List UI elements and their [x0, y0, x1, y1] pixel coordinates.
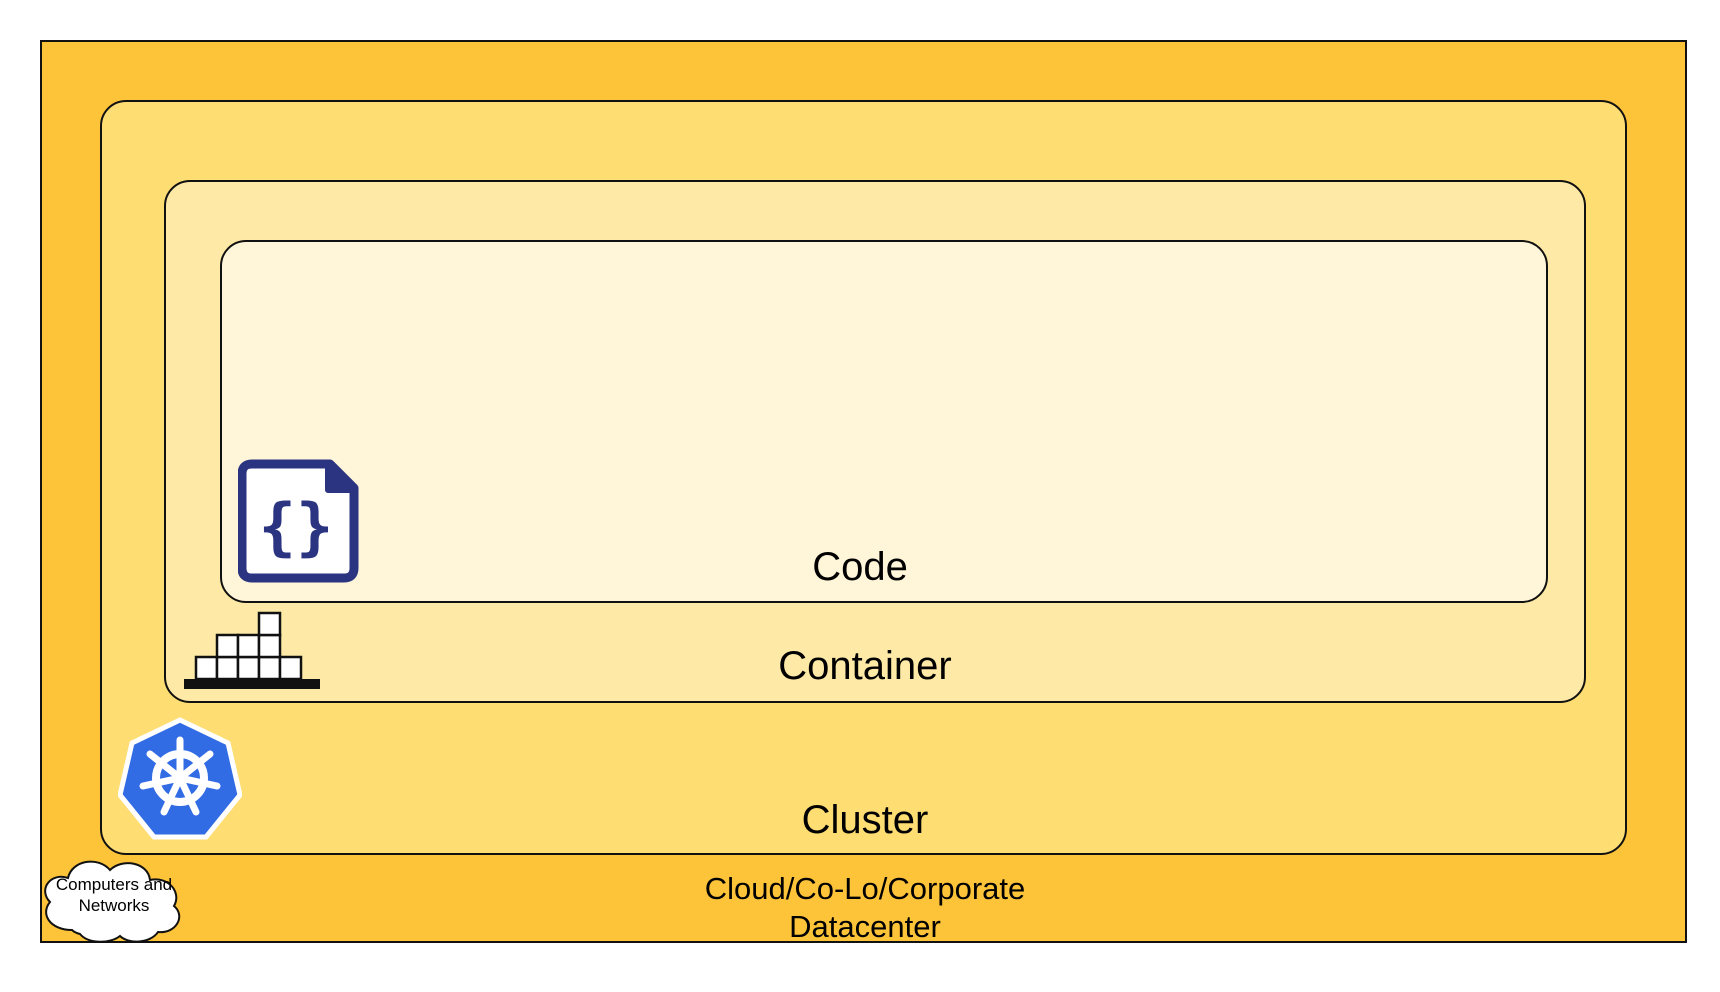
cluster-label: Cluster: [801, 798, 929, 842]
container-label: Container: [778, 644, 952, 688]
container-blocks-icon: [184, 611, 320, 689]
code-braces-file-icon: {}: [238, 459, 359, 583]
code-label: Code: [812, 545, 908, 589]
cloud-icon: [44, 860, 181, 943]
svg-text:{}: {}: [259, 490, 334, 563]
kubernetes-helm-icon: [118, 717, 242, 840]
datacenter-label: Cloud/Co-Lo/Corporate Datacenter: [704, 871, 1026, 944]
code-layer: [220, 240, 1548, 603]
cloud-badge-label: Computers and Networks: [55, 875, 173, 915]
